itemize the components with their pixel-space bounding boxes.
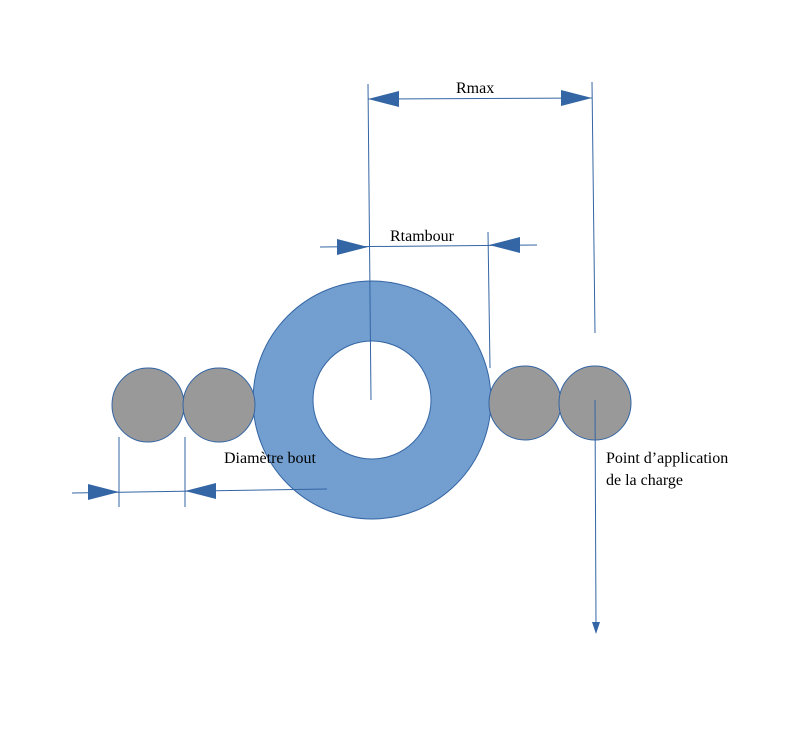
rtambour-arrow-left xyxy=(337,239,368,255)
rtambour-extension-right xyxy=(487,231,491,369)
diametre-arrow-left xyxy=(88,484,119,500)
rtambour-label: Rtambour xyxy=(390,228,455,245)
rmax-extension-left xyxy=(367,83,372,401)
rope-circle-right-inner xyxy=(488,365,562,441)
rmax-extension-right xyxy=(591,81,596,334)
diametre-arrow-right xyxy=(185,483,216,499)
rtambour-arrow-right xyxy=(489,237,520,253)
point-application-label-line1: Point d’application xyxy=(606,450,728,467)
rmax-arrow-right xyxy=(561,90,592,106)
rope-circle-left-inner xyxy=(182,367,256,443)
drum-ring xyxy=(252,280,492,520)
point-application-label-line2: de la charge xyxy=(606,472,683,489)
load-arrow xyxy=(592,622,600,634)
diametre-bout-label: Diamètre bout xyxy=(224,450,317,467)
rmax-arrow-left xyxy=(368,91,399,107)
rmax-dimension-line xyxy=(367,97,593,100)
rmax-label: Rmax xyxy=(456,80,494,97)
load-line xyxy=(594,399,597,627)
rope-circle-left-outer xyxy=(111,367,185,443)
